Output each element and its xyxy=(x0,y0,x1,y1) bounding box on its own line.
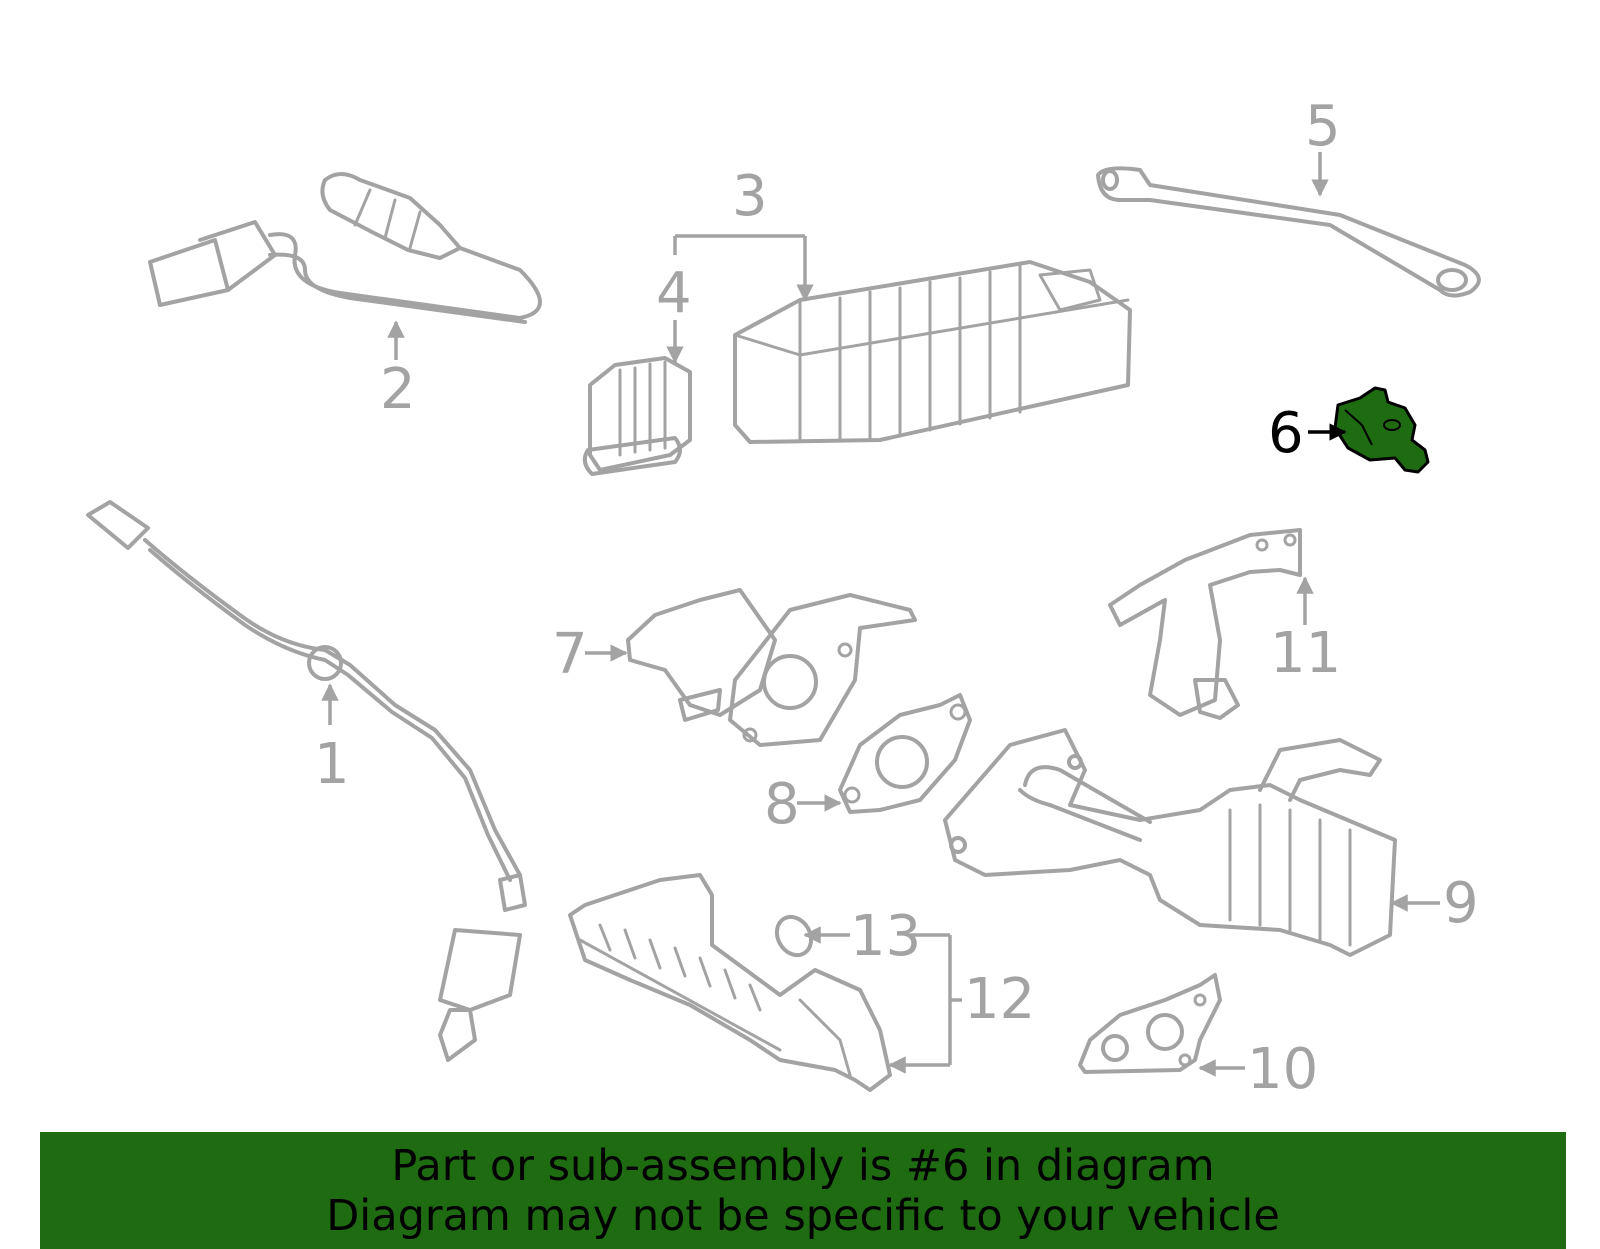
callout-12: 12 xyxy=(964,967,1035,1032)
part-4-canister-filter[interactable] xyxy=(582,356,692,476)
banner-line-part-info: Part or sub-assembly is #6 in diagram xyxy=(391,1140,1215,1191)
callout-9: 9 xyxy=(1443,871,1479,936)
banner-line-disclaimer: Diagram may not be specific to your vehi… xyxy=(326,1190,1280,1241)
part-9-egr-cooler[interactable] xyxy=(943,728,1397,957)
part-11-bracket[interactable] xyxy=(1108,528,1302,720)
part-2-oxygen-sensor[interactable] xyxy=(148,172,542,324)
part-12-cooler-duct[interactable] xyxy=(568,873,892,1092)
callout-7: 7 xyxy=(552,622,588,687)
callout-1: 1 xyxy=(314,732,350,797)
info-banner: Part or sub-assembly is #6 in diagram Di… xyxy=(40,1132,1566,1249)
callout-4: 4 xyxy=(656,261,692,326)
callout-10: 10 xyxy=(1247,1037,1318,1102)
callout-2: 2 xyxy=(380,357,416,422)
parts-diagram: 1 2 3 4 5 6 7 8 9 10 11 12 13 xyxy=(86,94,1481,1102)
callout-8: 8 xyxy=(764,772,800,837)
callout-3: 3 xyxy=(732,164,768,229)
part-10-gasket[interactable] xyxy=(1078,973,1222,1074)
part-3-charcoal-canister[interactable] xyxy=(733,260,1132,444)
leader-lines xyxy=(321,152,1440,1077)
part-5-hose[interactable] xyxy=(1096,166,1481,298)
part-6-highlighted-sensor[interactable] xyxy=(1333,386,1430,474)
callout-11: 11 xyxy=(1270,621,1341,686)
callout-6: 6 xyxy=(1268,401,1304,466)
callout-13: 13 xyxy=(850,904,921,969)
part-7-egr-valve[interactable] xyxy=(626,588,917,747)
callout-5: 5 xyxy=(1305,94,1341,159)
part-8-gasket[interactable] xyxy=(838,693,972,814)
part-1-sensor-harness[interactable] xyxy=(86,500,527,1062)
